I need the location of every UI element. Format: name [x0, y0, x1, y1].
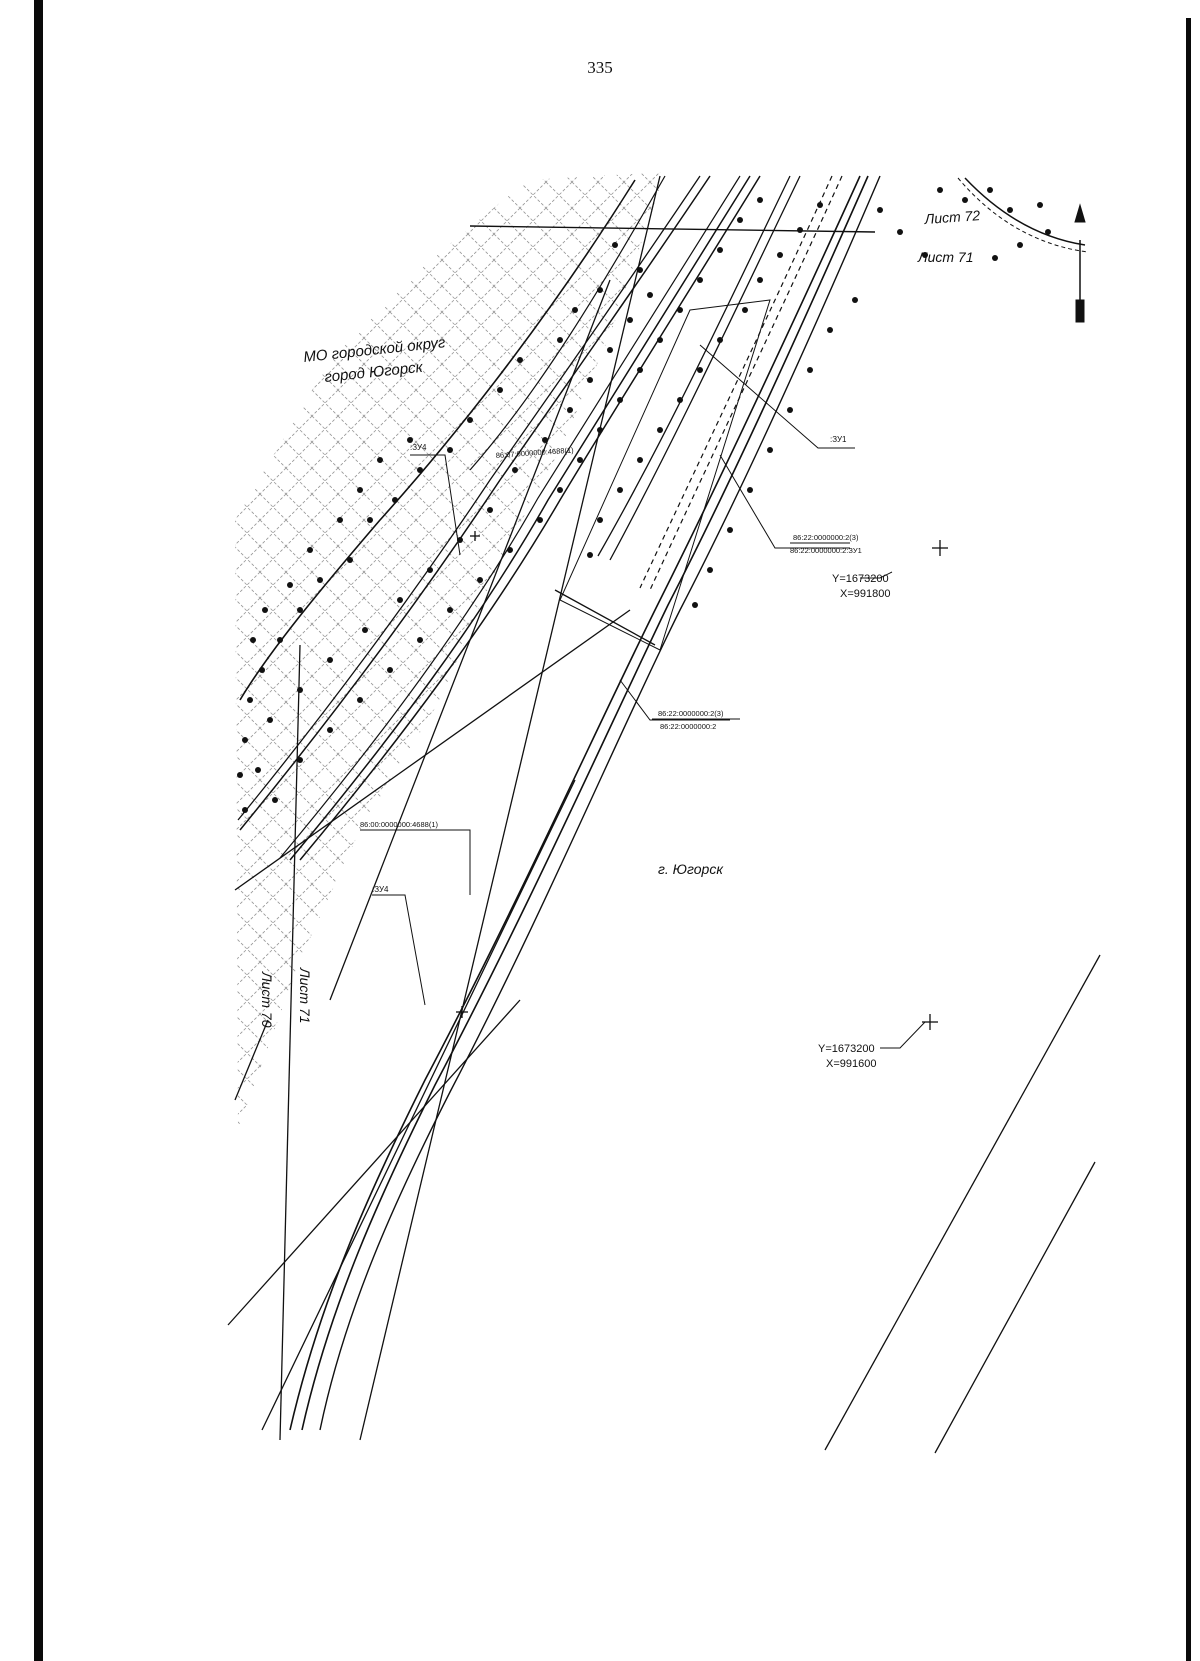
zu4-label-b: :ЗУ4 [372, 885, 389, 894]
page-border-left [34, 0, 43, 1661]
sheet-70-label: Лист 70 [259, 971, 275, 1028]
city-label: г. Югорск [658, 861, 724, 877]
page-border-right [1186, 18, 1191, 1661]
parcel-a-top: 86:22:0000000:2(3) [793, 533, 859, 542]
page-number: 335 [587, 58, 613, 77]
sheet-71-side-label: Лист 71 [297, 967, 313, 1024]
parcel-zu1 [559, 299, 771, 651]
vegetation-dots [237, 187, 1051, 813]
coordinate-crosshairs [456, 531, 948, 1030]
coord2-y: Y=1673200 [818, 1043, 875, 1055]
sheet-71-top-label: Лист 71 [917, 249, 974, 265]
coord2-x: X=991600 [826, 1058, 876, 1070]
sheet-72-label: Лист 72 [923, 207, 981, 227]
transport-corridor [237, 175, 881, 1431]
parcel-b-top: 86:22:0000000:2(3) [658, 709, 724, 718]
parcel-d-label: 86:00:0000000:4688(1) [360, 820, 438, 829]
curved-boundary [964, 177, 1086, 246]
parcel-a-bottom: 86:22:0000000:2:ЗУ1 [790, 546, 862, 555]
north-arrow-icon [1074, 203, 1086, 323]
hatched-zone [235, 172, 665, 1130]
diagonal-lines [227, 175, 1101, 1454]
zu4-label-a: :ЗУ4 [410, 443, 427, 452]
coord1-x: X=991800 [840, 588, 890, 600]
zu1-label: :ЗУ1 [830, 435, 847, 444]
coord1-y: Y=1673200 [832, 573, 889, 585]
leader-lines [360, 344, 926, 1049]
sheet-boundary-top [469, 225, 876, 233]
parcel-b-bottom: 86:22:0000000:2 [660, 722, 716, 731]
